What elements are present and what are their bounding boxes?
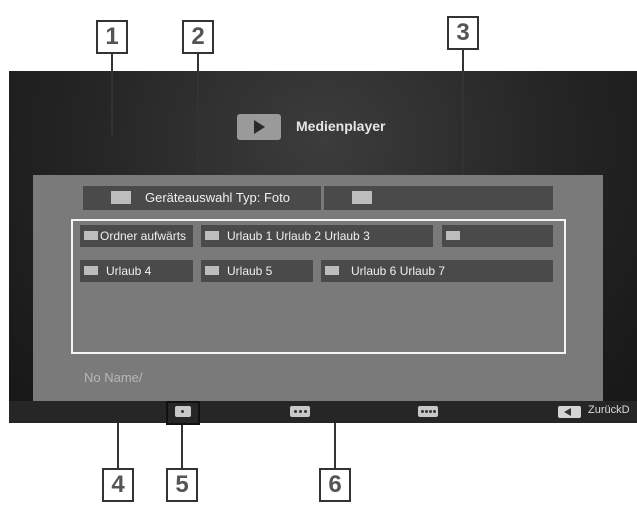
callout-6: 6 xyxy=(319,468,351,502)
folder-up-icon xyxy=(84,231,98,240)
current-path-field xyxy=(324,186,553,210)
tile-label: Urlaub 1 Urlaub 2 Urlaub 3 xyxy=(227,229,370,243)
back-button-label: ZurückD xyxy=(588,404,630,416)
folder-name-label: No Name/ xyxy=(84,370,143,385)
tile-label: Urlaub 4 xyxy=(106,264,152,278)
tile-label: Ordner aufwärts xyxy=(100,229,187,243)
page-title: Medienplayer xyxy=(296,118,386,134)
device-source-selector[interactable]: Geräteauswahl Typ: Foto xyxy=(83,186,321,210)
device-source-label: Geräteauswahl Typ: Foto xyxy=(145,190,291,205)
device-icon xyxy=(111,191,131,204)
folder-icon xyxy=(84,266,98,275)
folder-tile[interactable]: Urlaub 6 Urlaub 7 xyxy=(321,260,553,282)
folder-tile[interactable] xyxy=(442,225,553,247)
leader-line-4 xyxy=(117,394,119,468)
options-button-icon[interactable] xyxy=(290,406,310,417)
callout-2: 2 xyxy=(182,20,214,54)
folder-tile[interactable]: Urlaub 4 xyxy=(80,260,193,282)
leader-line-1 xyxy=(111,54,113,135)
bottom-button-bar xyxy=(9,401,637,423)
folder-tile[interactable]: Urlaub 5 xyxy=(201,260,313,282)
leader-line-3 xyxy=(462,50,464,190)
select-button-icon[interactable] xyxy=(175,406,191,417)
callout-1: 1 xyxy=(96,20,128,54)
leader-line-6 xyxy=(334,423,336,468)
menu-button-icon[interactable] xyxy=(418,406,438,417)
callout-3: 3 xyxy=(447,16,479,50)
folder-icon xyxy=(325,266,339,275)
tile-label: Urlaub 6 Urlaub 7 xyxy=(351,264,446,278)
folder-up-tile[interactable]: Ordner aufwärts xyxy=(80,225,193,247)
back-button-icon[interactable] xyxy=(558,406,581,418)
callout-4: 4 xyxy=(102,468,134,502)
callout-5: 5 xyxy=(166,468,198,502)
folder-icon xyxy=(352,191,372,204)
folder-tile[interactable]: Urlaub 1 Urlaub 2 Urlaub 3 xyxy=(201,225,433,247)
folder-icon xyxy=(205,266,219,275)
leader-line-2 xyxy=(197,54,199,193)
tile-label: Urlaub 5 xyxy=(227,264,273,278)
folder-icon xyxy=(205,231,219,240)
file-browser-grid xyxy=(71,219,566,354)
folder-icon xyxy=(446,231,460,240)
main-panel xyxy=(33,175,603,401)
selected-button-highlight xyxy=(166,401,200,425)
media-player-icon xyxy=(237,114,281,140)
